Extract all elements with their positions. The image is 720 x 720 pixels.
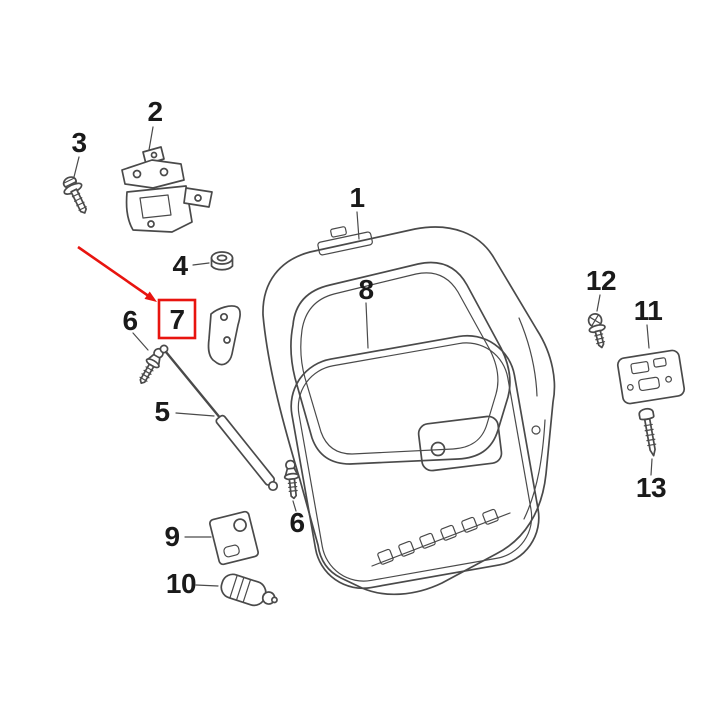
callout-6-lower[interactable]: 6 (289, 507, 305, 538)
callout-6-upper[interactable]: 6 (122, 305, 138, 336)
weatherstrip-seal-drawing (290, 334, 540, 590)
highlight-box (157, 298, 197, 340)
callout-5[interactable]: 5 (154, 396, 170, 427)
callout-10[interactable]: 10 (165, 568, 197, 599)
highlight-arrow (77, 245, 157, 302)
callout-1[interactable]: 1 (349, 182, 365, 213)
leader-5 (175, 412, 215, 417)
callout-3[interactable]: 3 (71, 127, 87, 158)
leader-3 (73, 156, 80, 178)
plate-bracket-drawing (616, 349, 686, 405)
hinge-assembly-drawing (121, 146, 213, 233)
callout-9[interactable]: 9 (164, 521, 180, 552)
callout-2[interactable]: 2 (147, 96, 163, 127)
leader-13 (650, 458, 653, 476)
nut-drawing (210, 251, 234, 271)
hinge-bolt-drawing (62, 176, 87, 214)
strut-bracket-drawing (207, 305, 241, 366)
tailgate-panel-drawing (262, 226, 556, 596)
leader-10 (195, 584, 219, 587)
gas-strut-drawing (159, 344, 279, 492)
callout-4[interactable]: 4 (172, 250, 188, 281)
callout-12[interactable]: 12 (585, 265, 617, 296)
leader-8 (365, 302, 369, 349)
leader-lines (73, 126, 653, 587)
leader-2 (148, 126, 154, 151)
leader-11 (646, 324, 650, 349)
callout-13[interactable]: 13 (635, 472, 667, 503)
leader-12 (596, 294, 601, 312)
leader-1 (356, 211, 360, 240)
leader-6-lower (292, 500, 297, 512)
callout-7-highlighted[interactable]: 7 (169, 304, 185, 335)
leader-4 (192, 262, 210, 266)
damper-drawing (220, 573, 278, 607)
callout-8[interactable]: 8 (358, 274, 374, 305)
screw-large-drawing (638, 407, 657, 457)
callout-11[interactable]: 11 (633, 295, 663, 326)
pad-plate-drawing (209, 510, 259, 566)
leader-6-upper (132, 332, 149, 351)
screw-small-drawing (587, 313, 606, 349)
ball-stud-lower-drawing (283, 459, 300, 500)
